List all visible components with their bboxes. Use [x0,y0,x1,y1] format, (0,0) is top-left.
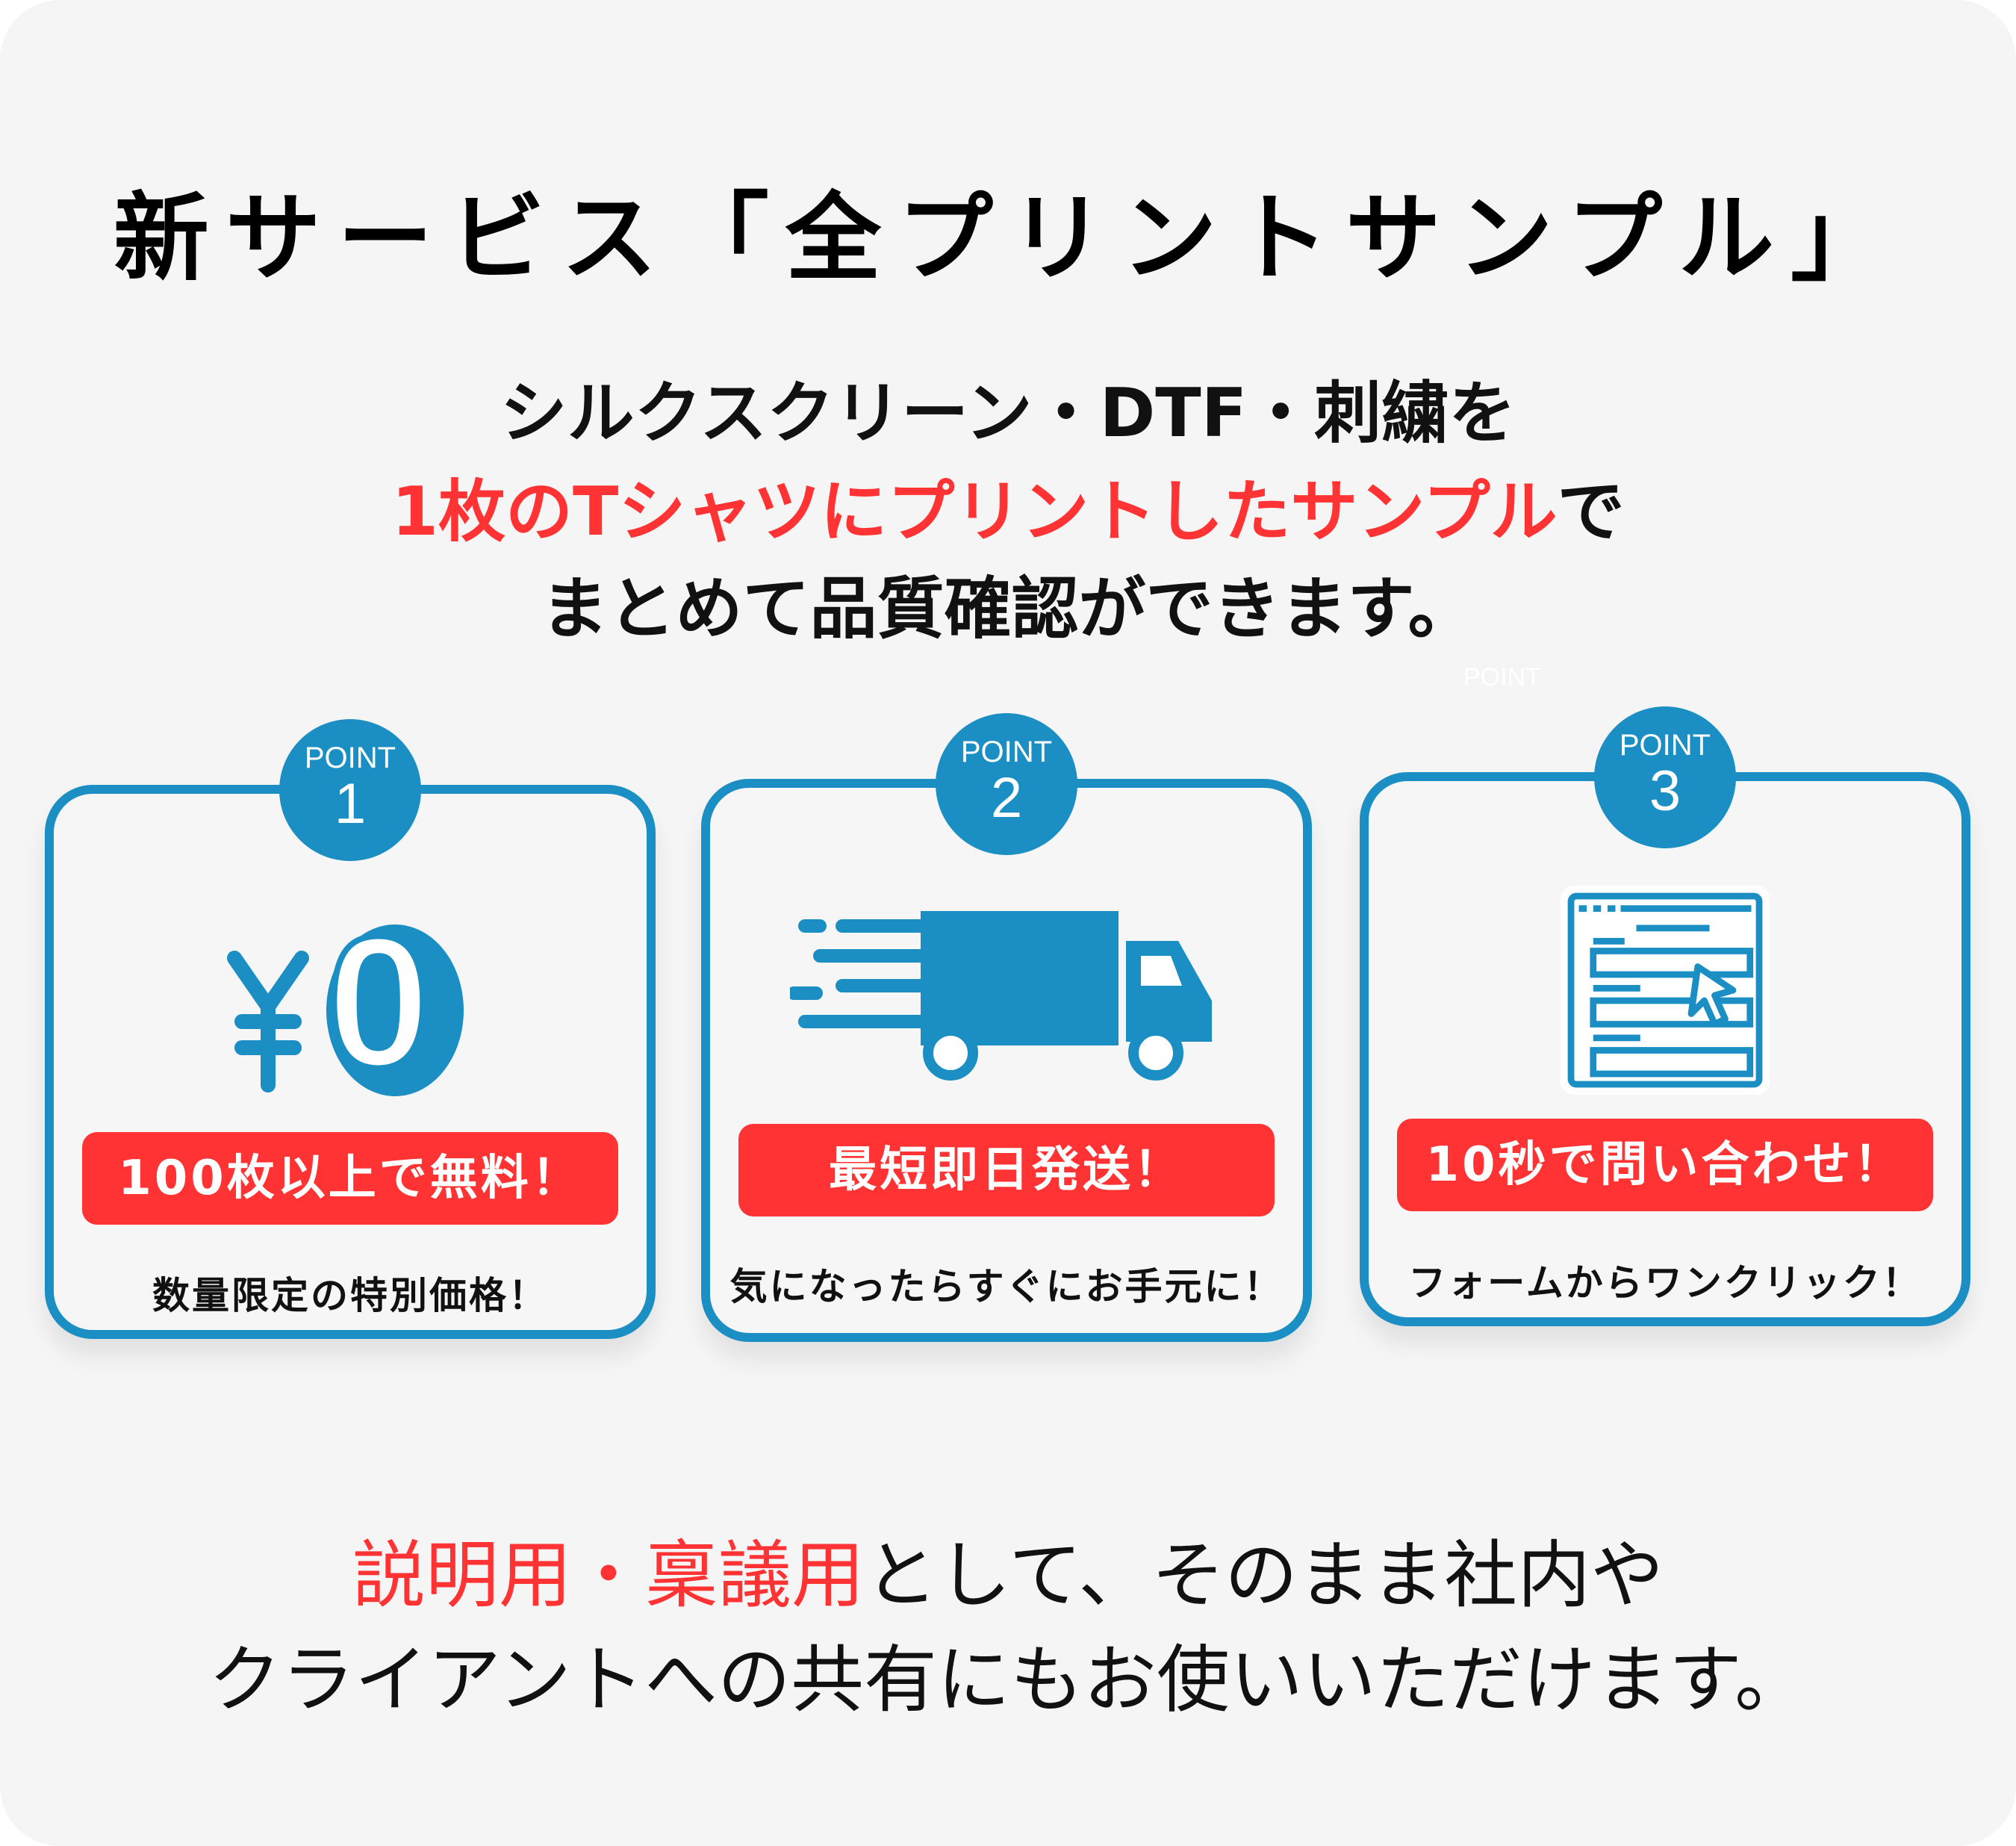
intro-line-1: シルクスクリーン・DTF・刺繍を [500,374,1516,453]
point-card-1: POINT 1 0 100枚以上で無料！ 数量限定の特別価格！ [45,719,656,1339]
badge-label: POINT [304,742,396,774]
point-note-1: 数量限定の特別価格！ [152,1274,548,1317]
badge-number: 2 [990,766,1023,830]
point-note-3: フォームからワンクリック！ [1408,1261,1922,1305]
page-title: 新サービス「全プリントサンプル」 [113,183,1903,294]
point-headline-1: 100枚以上で無料！ [82,1132,618,1225]
badge-label: POINT [960,736,1053,768]
closing-highlight-1: 説明用 [352,1533,572,1618]
closing-line-2: クライアントへの共有にもお使いいただけます。 [208,1638,1808,1723]
closing-highlight-2: 稟議用 [644,1533,865,1618]
intro-line-2: 1枚のTシャツにプリントしたサンプルで [0,457,2016,554]
yen-zero-icon: 0 [54,895,647,1109]
point-card-2: POINT 2 最短即日発送！ 気になったらすぐにお手元に！ [701,713,1312,1342]
zero-text: 0 [326,906,430,1100]
closing-line-1-rest: として、そのまま社内や [864,1533,1664,1618]
badge-number: 3 [1649,759,1681,823]
intro-line-2-rest: で [1557,473,1625,551]
point-card-3: POINT 3 10秒で問い合わせ！ フォームからワンクリック！ [1360,706,1970,1326]
point-headline-2: 最短即日発送！ [738,1124,1275,1216]
closing-line-1: 説明用・稟議用として、そのまま社内や [0,1516,2016,1622]
point-headline-3: 10秒で問い合わせ！ [1397,1119,1933,1211]
point-badge-2: POINT 2 [936,713,1077,855]
delivery-truck-icon [710,911,1303,1090]
intro-line-3: まとめて品質確認ができます。 [541,570,1475,648]
closing-separator: ・ [571,1533,645,1618]
point-badge-1: POINT 1 [279,719,421,861]
web-form-click-icon [1369,886,1961,1095]
point-note-2: 気になったらすぐにお手元に！ [729,1265,1284,1308]
badge-number: 1 [334,772,367,836]
ghost-point-label: POINT [1463,663,1541,692]
point-badge-3: POINT 3 [1594,706,1736,848]
badge-label: POINT [1619,729,1711,762]
intro-highlight: 1枚のTシャツにプリントしたサンプル [391,473,1558,551]
